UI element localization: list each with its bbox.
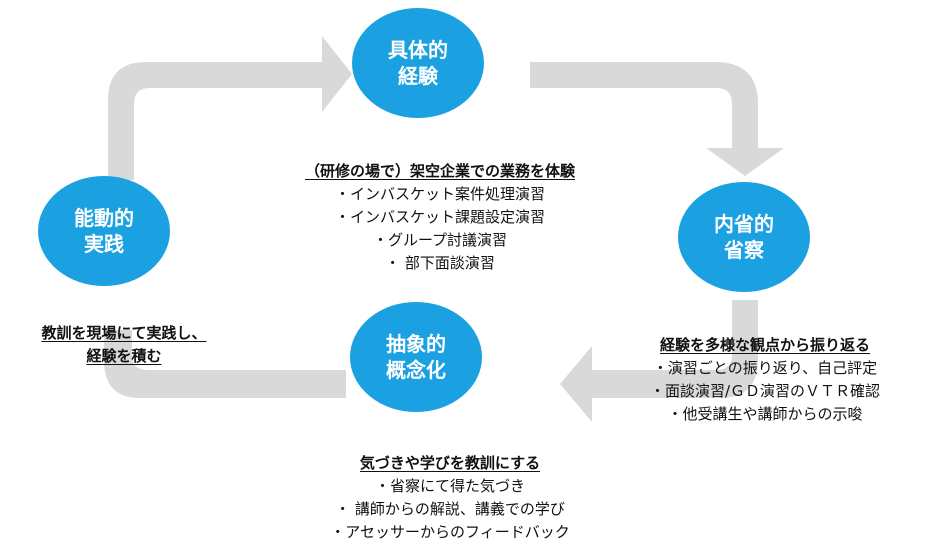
node-label: 能動的 xyxy=(74,206,134,230)
node-label: 省察 xyxy=(724,238,764,262)
node-label: 実践 xyxy=(84,232,124,256)
node-label: 具体的 xyxy=(388,38,448,62)
experience-heading: （研修の場で）架空企業での業務を体験 xyxy=(304,162,575,180)
node-abstract-conceptualization: 抽象的 概念化 xyxy=(350,302,482,412)
list-item: ・インバスケット案件処理演習 xyxy=(334,185,545,203)
practice-heading-line1: 教訓を現場にて実践し、 xyxy=(41,324,207,342)
list-item: ・他受講生や講師からの示唆 xyxy=(667,405,863,423)
arrow-reflection-to-abstraction xyxy=(560,300,758,422)
list-item: ・ 部下面談演習 xyxy=(385,254,495,272)
reflection-heading: 経験を多様な観点から振り返る xyxy=(659,336,870,354)
list-item: ・インバスケット課題設定演習 xyxy=(334,208,545,226)
practice-heading-line2: 経験を積む xyxy=(86,347,162,365)
reflection-description: 経験を多様な観点から振り返る ・演習ごとの振り返り、自己評定 ・面談演習/ＧＤ演… xyxy=(600,334,930,426)
node-label: 経験 xyxy=(398,64,438,88)
experience-description: （研修の場で）架空企業での業務を体験 ・インバスケット案件処理演習 ・インバスケ… xyxy=(250,160,630,275)
list-item: ・演習ごとの振り返り、自己評定 xyxy=(652,359,878,377)
node-label: 抽象的 xyxy=(386,332,446,356)
abstraction-description: 気づきや学びを教訓にする ・省察にて得た気づき ・ 講師からの解説、講義での学び… xyxy=(280,452,620,544)
arrow-practice-to-experience xyxy=(108,36,352,180)
list-item: ・省察にて得た気づき xyxy=(374,477,525,495)
practice-description: 教訓を現場にて実践し、 経験を積む xyxy=(14,322,234,368)
abstraction-heading: 気づきや学びを教訓にする xyxy=(359,454,541,472)
node-active-experimentation: 能動的 実践 xyxy=(38,176,170,286)
node-label: 概念化 xyxy=(386,358,446,382)
arrow-experience-to-reflection xyxy=(530,62,784,176)
arrow-abstraction-to-practice xyxy=(104,330,346,398)
list-item: ・ 講師からの解説、講義での学び xyxy=(335,500,565,518)
node-concrete-experience: 具体的 経験 xyxy=(352,8,484,118)
list-item: ・グループ討議演習 xyxy=(372,231,508,249)
list-item: ・アセッサーからのフィードバック xyxy=(330,523,570,541)
node-label: 内省的 xyxy=(714,212,774,236)
list-item: ・面談演習/ＧＤ演習のＶＴＲ確認 xyxy=(649,382,881,400)
node-reflective-observation: 内省的 省察 xyxy=(678,182,810,292)
